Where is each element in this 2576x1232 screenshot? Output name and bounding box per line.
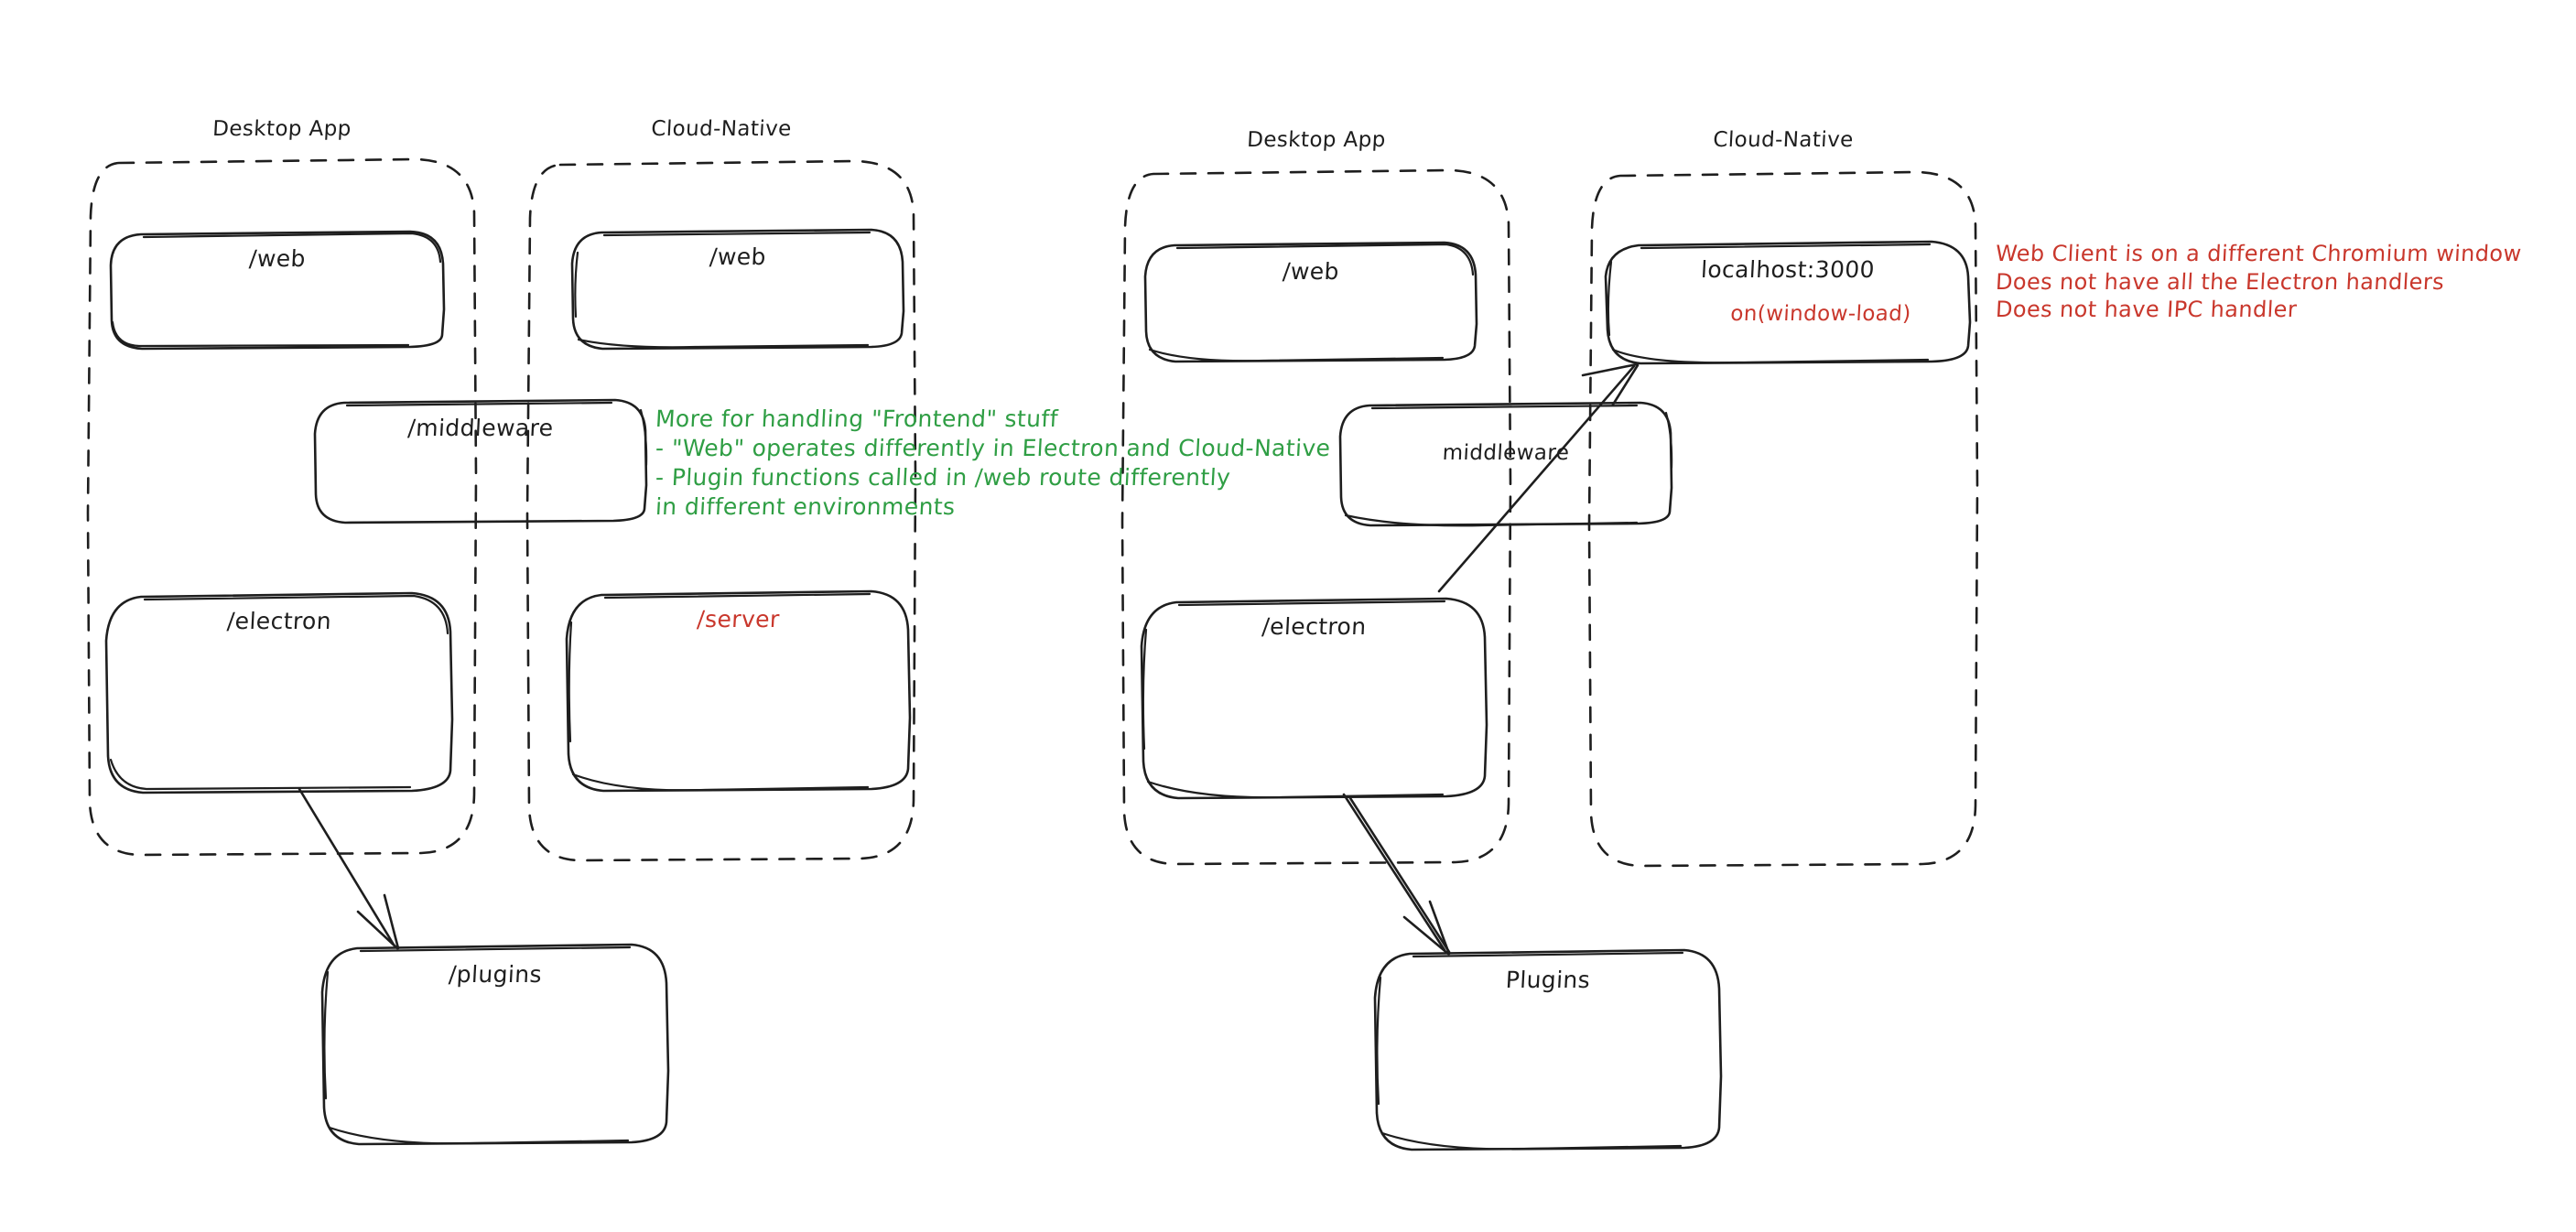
box-label-left-server: /server [696,606,781,632]
arrow-right-electron-to-localhost [1437,362,1640,593]
box-label-left-cloud-web: /web [709,243,767,270]
note-red-line-3: Does not have IPC handler [1995,297,2298,323]
box-label-left-plugins: /plugins [448,961,543,988]
box-label-right-desktop-web: /web [1282,258,1340,285]
group-title-left-desktop: Desktop App [211,117,352,141]
box-label-right-plugins: Plugins [1505,967,1591,993]
box-label-left-electron: /electron [226,608,332,634]
group-outline-right-cloud [1587,170,1979,868]
note-green-line-3: - Plugin functions called in /web route … [655,464,1231,491]
group-outline-left-desktop [86,157,478,857]
note-green-left: More for handling "Frontend" stuff - "We… [655,405,1332,522]
box-label-right-localhost: localhost:3000 [1700,256,1876,283]
note-red-line-2: Does not have all the Electron handlers [1995,268,2445,295]
box-shape-left-server [565,589,912,793]
group-outline-left-cloud [525,159,917,862]
group-outline-right-desktop [1120,168,1512,866]
box-label-right-middleware: middleware [1442,441,1570,465]
box-shape-right-desktop-web [1143,241,1478,363]
arrow-left-electron-to-plugins [298,787,400,950]
box-shape-right-plugins [1373,948,1723,1151]
note-green-line-2: - "Web" operates differently in Electron… [655,435,1332,461]
box-shape-left-electron [104,591,454,794]
note-green-line-1: More for handling "Frontend" stuff [655,405,1059,432]
note-red-right: Web Client is on a different Chromium wi… [1995,240,2523,324]
box-shape-right-middleware [1338,401,1673,527]
arrow-right-electron-to-plugins [1342,793,1451,956]
box-shape-left-desktop-web [109,230,446,351]
box-label-left-desktop-web: /web [248,245,307,272]
box-label-left-middleware: /middleware [406,415,555,441]
group-title-left-cloud: Cloud-Native [650,117,793,141]
box-shape-right-electron [1140,597,1488,800]
box-shape-left-middleware [313,398,648,524]
box-sublabel-right-localhost-onwindowload: on(window-load) [1729,302,1912,326]
note-red-line-1: Web Client is on a different Chromium wi… [1995,241,2523,266]
box-shape-left-plugins [320,943,670,1146]
group-title-right-cloud: Cloud-Native [1712,128,1855,152]
box-shape-left-cloud-web [570,228,905,351]
group-title-right-desktop: Desktop App [1246,128,1387,152]
box-shape-right-localhost [1604,240,1972,365]
note-green-line-4: in different environments [655,493,957,520]
box-label-right-electron: /electron [1261,613,1368,640]
